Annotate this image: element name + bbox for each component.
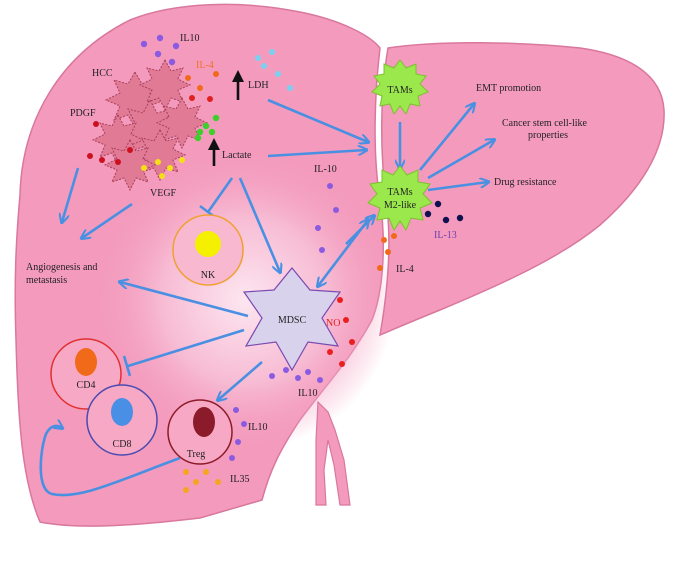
tams-node: TAMs bbox=[371, 59, 429, 116]
il35-label: IL35 bbox=[230, 474, 249, 485]
tams-label: TAMs bbox=[387, 85, 412, 96]
csc-label-2: properties bbox=[528, 130, 568, 141]
drug-label: Drug resistance bbox=[494, 177, 557, 188]
il10-low-label: IL10 bbox=[298, 388, 317, 399]
inhibition-lines bbox=[122, 177, 245, 377]
tams-m2-label-2: M2-like bbox=[384, 200, 417, 211]
csc-label-1: Cancer stem cell-like bbox=[502, 118, 588, 129]
nk-label: NK bbox=[201, 270, 216, 281]
lactate-label: Lactate bbox=[222, 150, 252, 161]
hcc-label: HCC bbox=[92, 68, 113, 79]
ldh-label: LDH bbox=[248, 80, 269, 91]
tams-m2-node: TAMs M2-like bbox=[367, 165, 433, 232]
cytokine-dots bbox=[87, 34, 464, 493]
mdsc-cell: MDSC bbox=[242, 267, 342, 372]
emt-label: EMT promotion bbox=[476, 83, 541, 94]
il4-mid-label: IL-4 bbox=[396, 264, 414, 275]
il10-treg-label: IL10 bbox=[248, 422, 267, 433]
nk-cell: NK bbox=[172, 214, 244, 286]
no-label: NO bbox=[326, 318, 340, 329]
treg-cell: Treg bbox=[167, 399, 233, 465]
hcc-tumor-cluster bbox=[91, 58, 209, 192]
vessel bbox=[315, 400, 351, 506]
pathway-arrows bbox=[39, 98, 494, 497]
tams-m2-label-1: TAMs bbox=[387, 187, 412, 198]
cd4-label: CD4 bbox=[77, 380, 96, 391]
treg-label: Treg bbox=[187, 449, 206, 460]
vegf-label: VEGF bbox=[150, 188, 177, 199]
angio-label-2: metastasis bbox=[26, 275, 67, 286]
il10-top-label: IL10 bbox=[180, 33, 199, 44]
cd8-cell: CD8 bbox=[86, 384, 158, 456]
mdsc-label: MDSC bbox=[278, 315, 307, 326]
pdgf-label: PDGF bbox=[70, 108, 96, 119]
angio-label-1: Angiogenesis and bbox=[26, 262, 97, 273]
increase-arrows bbox=[208, 70, 244, 166]
cd8-label: CD8 bbox=[113, 439, 132, 450]
il4-top-label: IL-4 bbox=[196, 60, 214, 71]
il13-label: IL-13 bbox=[434, 230, 457, 241]
il10-mid-label: IL-10 bbox=[314, 164, 337, 175]
